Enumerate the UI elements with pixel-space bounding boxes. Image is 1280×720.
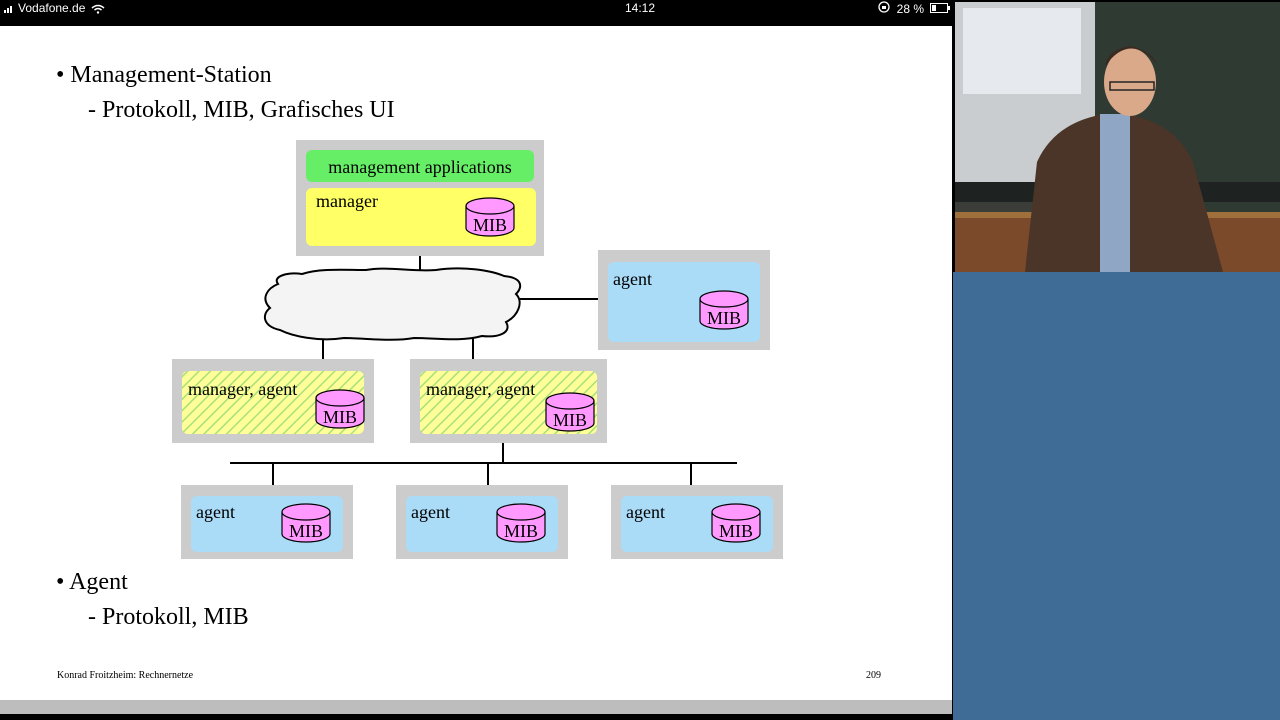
side-panel [953, 272, 1280, 720]
mib-label: MIB [553, 410, 587, 430]
mib-label: MIB [323, 407, 357, 427]
mib-label: MIB [707, 308, 741, 328]
mib-label: MIB [504, 521, 538, 541]
management-applications-label: management applications [328, 157, 511, 177]
bullet-agent: • Agent [56, 569, 128, 595]
mib-label: MIB [473, 215, 507, 235]
battery-label: 28 % [896, 1, 924, 16]
slide: • Management-Station - Protokoll, MIB, G… [0, 26, 952, 700]
page-number: 209 [866, 670, 881, 681]
lecturer-video [955, 2, 1280, 272]
agent-label: agent [626, 502, 665, 522]
manager-agent-box-left: manager, agent MIB [172, 359, 374, 443]
manager-agent-label: manager, agent [188, 379, 297, 399]
agent-box-bottom-3: agent MIB [611, 485, 783, 559]
agent-label: agent [196, 502, 235, 522]
manager-agent-label: manager, agent [426, 379, 535, 399]
lecturer-video-frame [955, 2, 1280, 272]
manager-agent-box-right: manager, agent MIB [410, 359, 607, 443]
agent-label: agent [613, 269, 652, 289]
clock: 14:12 [624, 1, 656, 15]
manager-label: manager [316, 191, 378, 211]
rotation-lock-icon [877, 1, 891, 16]
agent-box-right: agent MIB [598, 250, 770, 350]
carrier-label: Vodafone.de [18, 1, 86, 15]
battery-icon [930, 2, 950, 16]
footer-author: Konrad Froitzheim: Rechnernetze [57, 670, 194, 681]
management-station-box: management applications manager MIB [296, 140, 544, 256]
bullet-agent-sub: - Protokoll, MIB [88, 604, 249, 630]
agent-box-bottom-1: agent MIB [181, 485, 353, 559]
snmp-diagram: management applications manager MIB agen… [172, 140, 783, 559]
bullet-management-station-sub: - Protokoll, MIB, Grafisches UI [88, 97, 395, 123]
agent-label: agent [411, 502, 450, 522]
signal-icon [4, 3, 12, 13]
wifi-icon [91, 3, 105, 14]
network-cloud [263, 267, 522, 341]
mib-label: MIB [719, 521, 753, 541]
mib-label: MIB [289, 521, 323, 541]
agent-box-bottom-2: agent MIB [396, 485, 568, 559]
bullet-management-station: • Management-Station [56, 62, 272, 88]
slide-scroll-bar [0, 700, 952, 714]
